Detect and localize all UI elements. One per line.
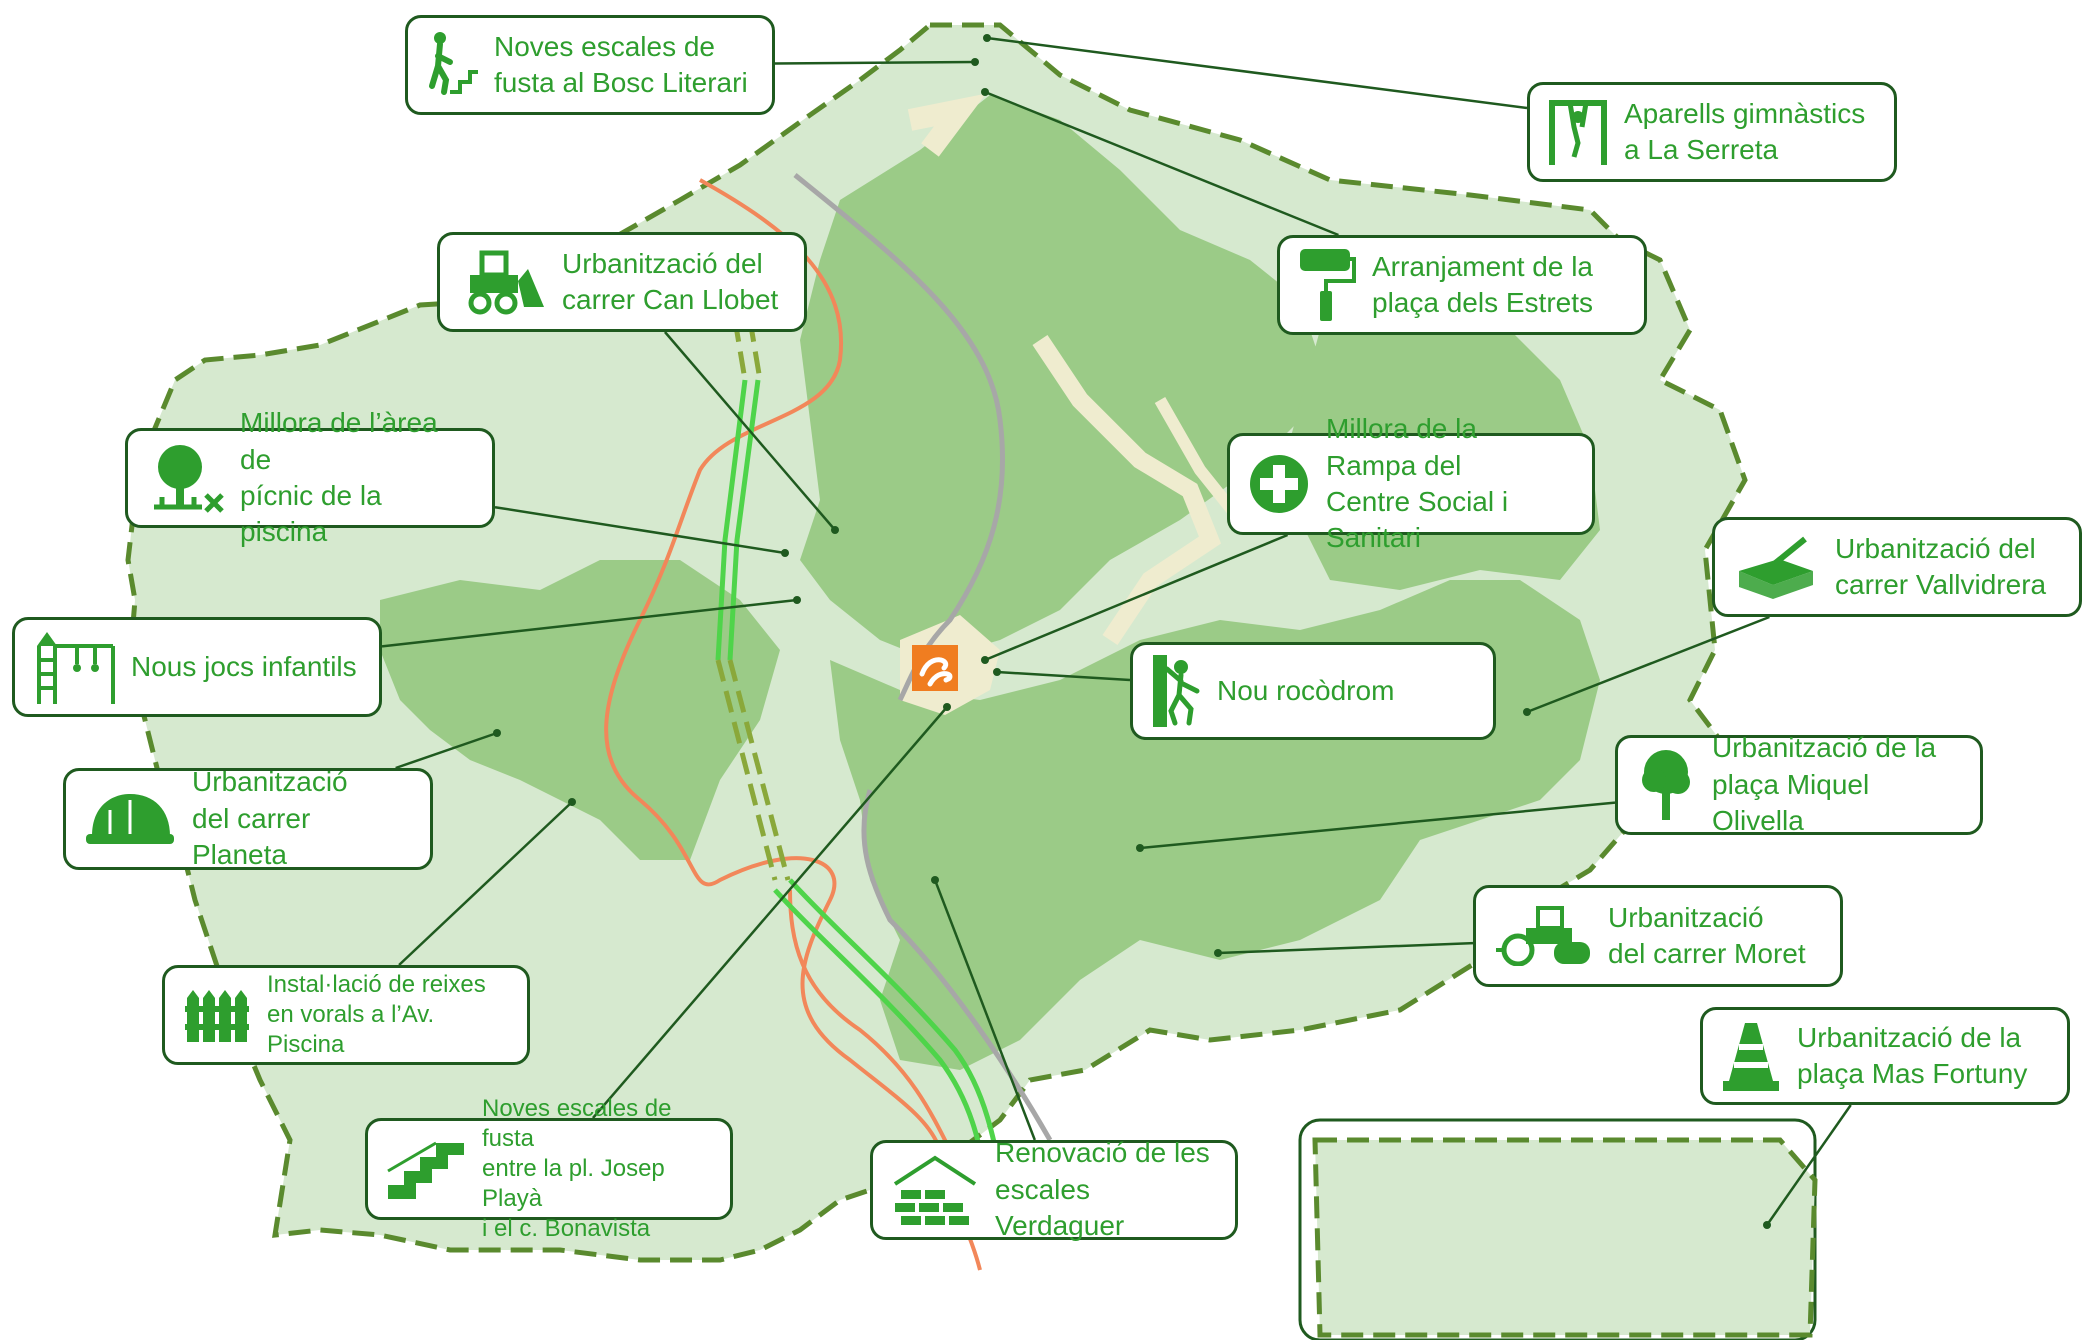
mas-fortuny-zone <box>1312 1137 1818 1338</box>
funicular-track <box>793 173 1005 702</box>
leader-dot-verdaguer <box>931 876 939 884</box>
leader-line-planeta <box>395 731 498 770</box>
callout-label: Urbanització de la plaça Miquel Olivella <box>1712 732 1937 837</box>
leader-dot-mas-fortuny <box>1763 1221 1771 1229</box>
leader-dot-picnic <box>781 549 789 557</box>
callout-label: Nou rocòdrom <box>1217 674 1395 706</box>
leader-line-moret <box>1217 941 1474 955</box>
leader-dot-miquel-olivella <box>1136 844 1144 852</box>
leader-line-estrets <box>984 90 1339 237</box>
medical-cross-icon <box>1248 453 1310 515</box>
leader-dot-rampa <box>981 656 989 664</box>
tree-picnic-icon <box>146 441 224 515</box>
leader-dot-can-llobet <box>831 526 839 534</box>
leader-dot-rocodrom <box>993 668 1001 676</box>
leader-line-rocodrom <box>996 670 1131 682</box>
rocodrom-logo-icon <box>912 645 958 691</box>
callout-verdaguer[interactable]: Renovació de les escales Verdaguer <box>870 1137 1238 1241</box>
leader-dot-moret <box>1214 949 1222 957</box>
trail-path <box>1154 397 1245 524</box>
main-road <box>604 178 982 1271</box>
fence-icon <box>183 986 251 1044</box>
callout-label: Millora de la Rampa del Centre Social i … <box>1326 413 1509 554</box>
leader-line-can-llobet <box>663 331 836 531</box>
gym-bars-icon <box>1548 97 1608 167</box>
climber-icon <box>1151 653 1201 729</box>
callout-label: Arranjament de la plaça dels Estrets <box>1372 250 1594 318</box>
trail-path <box>907 93 987 157</box>
callout-vallvidrera[interactable]: Urbanització del carrer Vallvidrera <box>1712 517 2082 617</box>
callout-estrets[interactable]: Arranjament de la plaça dels Estrets <box>1277 235 1647 335</box>
callout-label: Urbanització de la plaça Mas Fortuny <box>1797 1021 2028 1089</box>
leader-line-verdaguer <box>933 879 1036 1141</box>
callout-jocs[interactable]: Nous jocs infantils <box>12 617 382 717</box>
callout-can-llobet[interactable]: Urbanització del carrer Can Llobet <box>437 232 807 332</box>
callout-la-serreta[interactable]: Aparells gimnàstics a La Serreta <box>1527 82 1897 182</box>
callout-label: Noves escales de fusta al Bosc Literari <box>494 30 748 98</box>
callout-label: Urbanització del carrer Moret <box>1608 901 1806 969</box>
leader-line-la-serreta <box>986 36 1528 110</box>
funicular-track <box>861 789 1053 1142</box>
leader-dot-josep-playa <box>943 703 951 711</box>
callout-planeta[interactable]: Urbanització del carrer Planeta <box>63 766 433 870</box>
callout-bosc-literari[interactable]: Noves escales de fusta al Bosc Literari <box>405 15 775 115</box>
callout-picnic[interactable]: Millora de l’àrea de pícnic de la piscin… <box>125 407 495 547</box>
leader-dot-vallvidrera <box>1523 708 1531 716</box>
leader-line-vallvidrera <box>1526 615 1770 714</box>
tree-icon <box>1636 748 1696 822</box>
callout-label: Urbanització del carrer Vallvidrera <box>1835 532 2047 600</box>
road-roller-icon <box>1494 906 1592 966</box>
callout-miquel-olivella[interactable]: Urbanització de la plaça Miquel Olivella <box>1615 732 1983 836</box>
bulldozer-icon <box>458 249 546 315</box>
leader-line-rampa <box>984 533 1289 662</box>
leader-line-mas-fortuny <box>1765 1104 1852 1226</box>
callout-label: Instal·lació de reixes en vorals a l’Av.… <box>267 971 486 1058</box>
callout-label: Millora de l’àrea de pícnic de la piscin… <box>240 407 438 548</box>
leader-dot-planeta <box>493 729 501 737</box>
callout-label: Urbanització del carrer Can Llobet <box>562 247 779 315</box>
callout-label: Aparells gimnàstics a La Serreta <box>1624 97 1866 165</box>
callout-josep-playa[interactable]: Noves escales de fusta entre la pl. Jose… <box>365 1095 733 1242</box>
playground-icon <box>33 628 115 706</box>
leader-line-miquel-olivella <box>1139 801 1616 850</box>
stairs-walker-icon <box>426 30 478 100</box>
callout-label: Noves escales de fusta entre la pl. Jose… <box>482 1095 672 1242</box>
leader-line-jocs <box>381 598 798 648</box>
paint-roller-icon <box>1298 245 1356 325</box>
callout-label: Renovació de les escales Verdaguer <box>995 1137 1210 1242</box>
callout-reixes[interactable]: Instal·lació de reixes en vorals a l’Av.… <box>162 965 530 1065</box>
leader-dot-estrets <box>981 88 989 96</box>
leader-lines <box>381 34 1852 1229</box>
rail-line <box>715 379 748 661</box>
main-road-branch <box>788 889 952 1151</box>
callout-label: Urbanització del carrer Planeta <box>192 766 348 871</box>
leader-dot-reixes <box>568 798 576 806</box>
leader-line-josep-playa <box>591 706 948 1119</box>
callout-moret[interactable]: Urbanització del carrer Moret <box>1473 885 1843 987</box>
leader-line-reixes <box>398 801 573 966</box>
leader-line-picnic <box>494 505 786 555</box>
leader-dot-la-serreta <box>983 34 991 42</box>
brick-stairs-icon <box>891 1154 979 1226</box>
trail-path <box>1032 335 1222 645</box>
staircase-icon <box>386 1137 466 1201</box>
leader-line-bosc-literari <box>774 60 976 65</box>
callout-mas-fortuny[interactable]: Urbanització de la plaça Mas Fortuny <box>1700 1007 2070 1105</box>
callout-label: Nous jocs infantils <box>131 650 357 682</box>
trowel-brick-icon <box>1733 535 1819 599</box>
leader-dot-jocs <box>793 596 801 604</box>
helmet-icon <box>84 790 176 848</box>
traffic-cone-icon <box>1721 1019 1781 1093</box>
callout-rampa[interactable]: Millora de la Rampa del Centre Social i … <box>1227 413 1595 553</box>
callout-rocodrom[interactable]: Nou rocòdrom <box>1130 642 1496 740</box>
leader-dot-bosc-literari <box>971 58 979 66</box>
